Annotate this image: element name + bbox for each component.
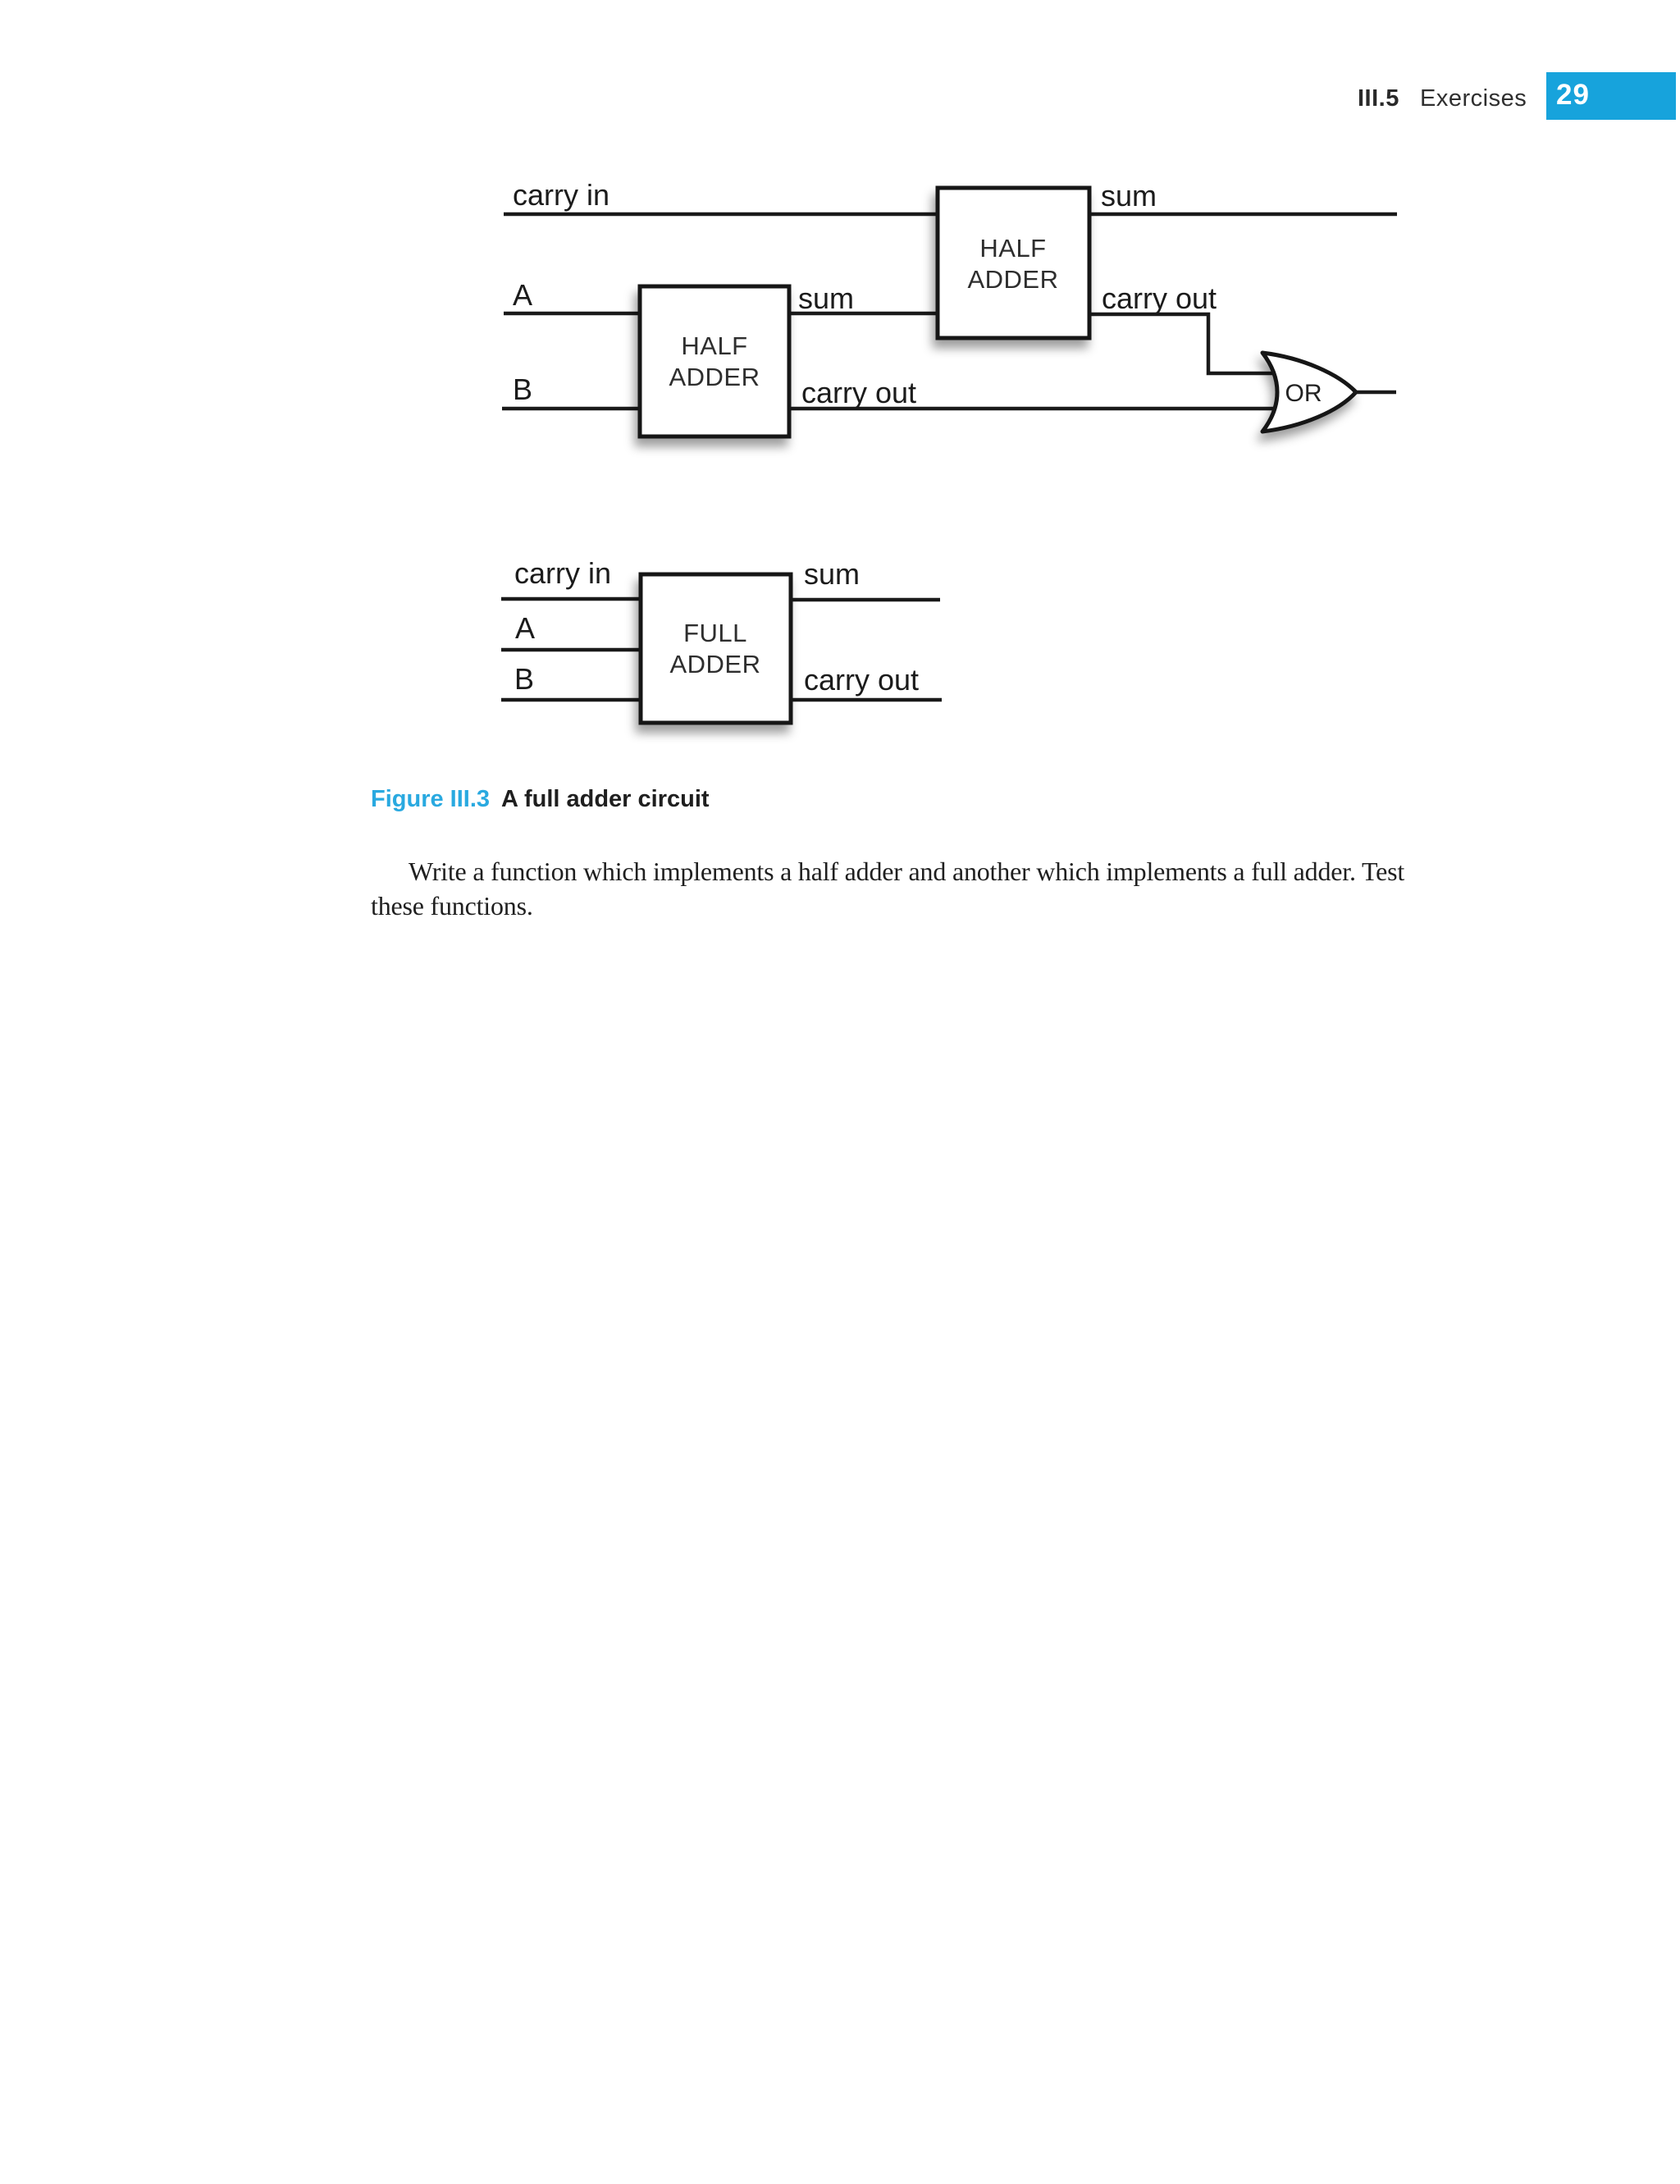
- figure-caption: Figure III.3 A full adder circuit: [371, 786, 710, 813]
- label-input-a-bottom: A: [515, 611, 535, 645]
- section-title: Exercises: [1420, 85, 1527, 112]
- label-sum-ha2: sum: [1101, 179, 1157, 212]
- wire-carry-out-ha2-to-or: [1084, 312, 1278, 376]
- label-input-b-bottom: B: [514, 662, 534, 696]
- label-sum-ha1: sum: [798, 281, 854, 315]
- half-adder-2-box: [935, 185, 1092, 340]
- label-input-b-top: B: [513, 372, 532, 406]
- half-adder-2-label-line1: HALF: [979, 234, 1046, 263]
- or-gate-label: OR: [1285, 380, 1322, 407]
- figure-caption-text: A full adder circuit: [501, 786, 710, 812]
- full-adder-label-line1: FULL: [683, 619, 747, 647]
- label-carry-in-bottom: carry in: [514, 556, 611, 590]
- full-adder-circuit-diagram: carry in A B sum carry out sum carry out…: [501, 178, 1397, 725]
- exercise-text-line-1: Write a function which implements a half…: [409, 857, 1405, 886]
- half-adder-1-box: [637, 284, 792, 439]
- full-adder-box: [638, 572, 793, 725]
- page-number: 29: [1556, 79, 1590, 111]
- label-carry-in-top: carry in: [513, 178, 609, 212]
- label-carry-out-ha1: carry out: [801, 376, 916, 409]
- label-carry-out-bottom: carry out: [804, 663, 919, 697]
- half-adder-1-label-line2: ADDER: [669, 363, 760, 391]
- or-gate-shape: [1260, 350, 1358, 434]
- page-number-badge: 29: [1546, 72, 1676, 120]
- half-adder-2-label-line2: ADDER: [967, 265, 1058, 294]
- figure-caption-label: Figure III.3: [371, 786, 491, 812]
- full-adder-label-line2: ADDER: [669, 650, 760, 679]
- section-number: III.5: [1358, 85, 1399, 112]
- label-carry-out-ha2: carry out: [1102, 281, 1217, 315]
- label-sum-bottom: sum: [804, 557, 860, 591]
- label-input-a-top: A: [513, 278, 532, 312]
- running-header: III.5 Exercises 29: [0, 0, 1680, 131]
- half-adder-1-label-line1: HALF: [681, 331, 747, 360]
- exercise-text-line-2: these functions.: [371, 891, 533, 921]
